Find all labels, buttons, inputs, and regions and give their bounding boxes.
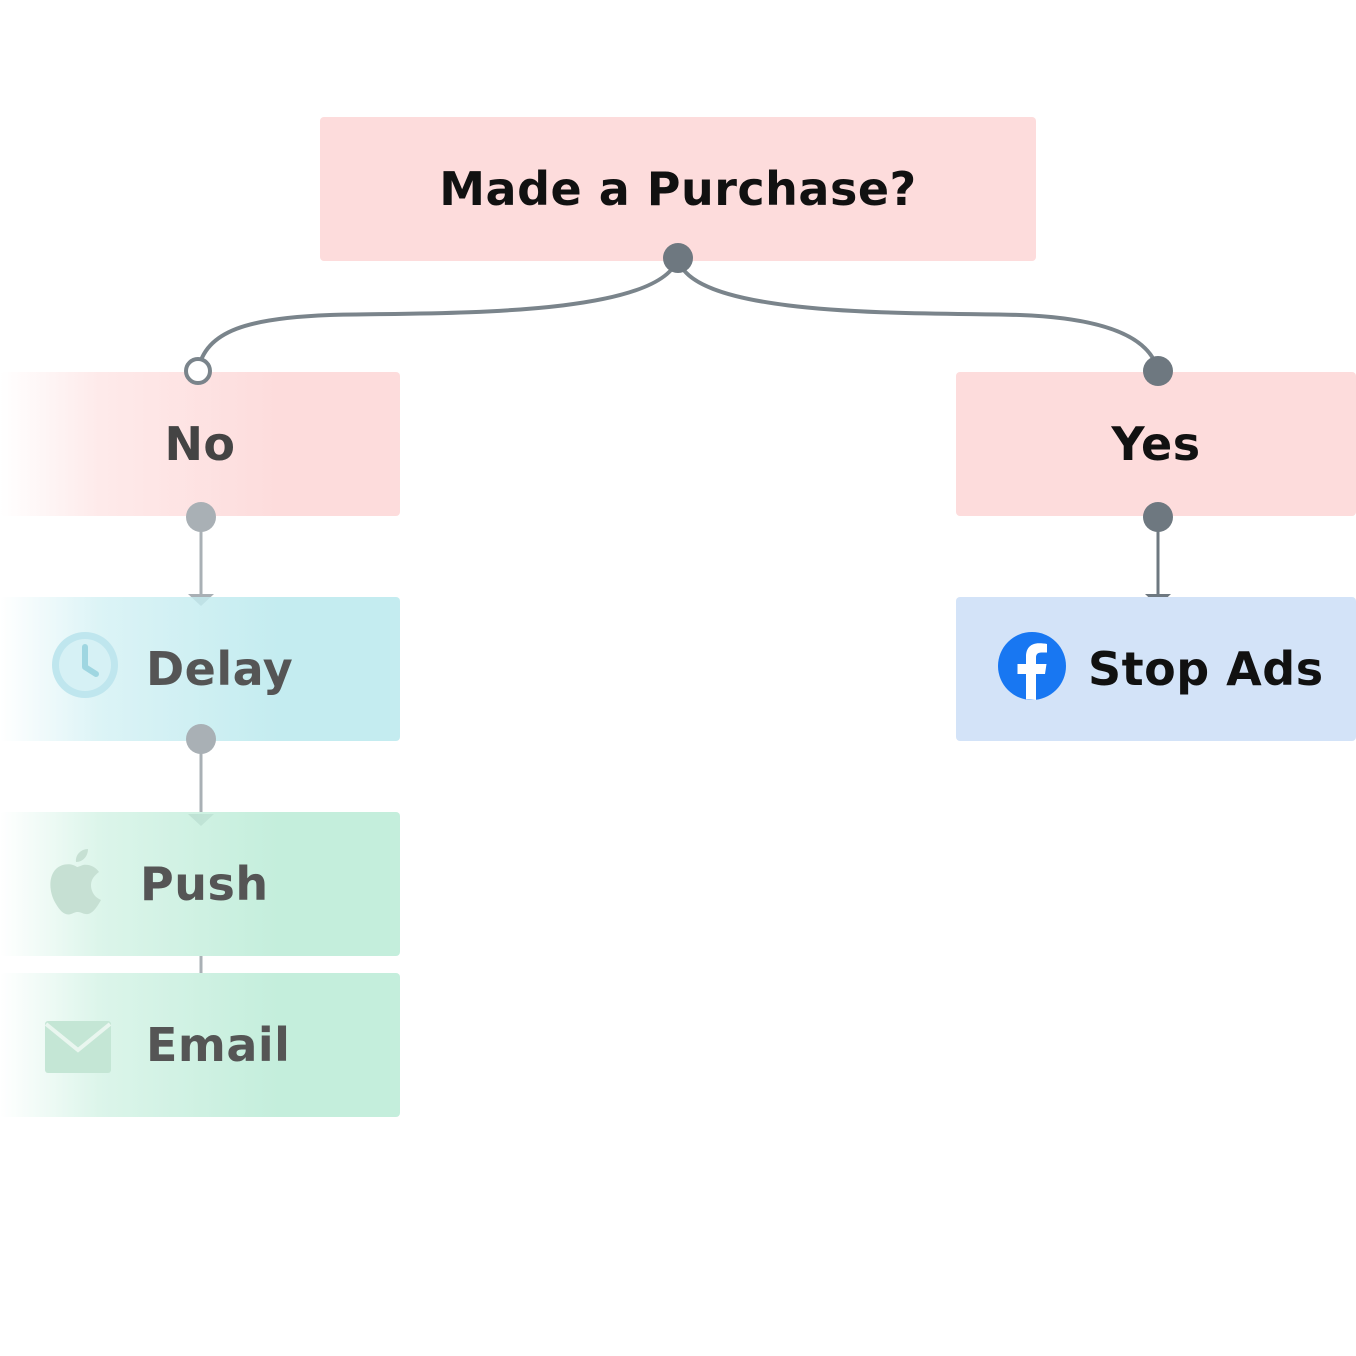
mail-icon bbox=[44, 1021, 112, 1073]
facebook-icon bbox=[998, 632, 1066, 700]
email-label: Email bbox=[146, 1018, 291, 1072]
branch-yes-label: Yes bbox=[1111, 417, 1201, 471]
branch-no-label: No bbox=[164, 417, 236, 471]
connector-to-no bbox=[196, 257, 680, 372]
branch-node-yes[interactable]: Yes bbox=[956, 372, 1356, 516]
decision-node-label: Made a Purchase? bbox=[439, 162, 917, 216]
connector-to-yes bbox=[676, 257, 1160, 372]
clock-icon bbox=[52, 632, 118, 698]
delay-label: Delay bbox=[146, 642, 294, 696]
push-label: Push bbox=[140, 857, 269, 911]
stop-ads-label: Stop Ads bbox=[1088, 642, 1324, 696]
apple-icon bbox=[50, 849, 101, 915]
decision-node-made-a-purchase[interactable]: Made a Purchase? bbox=[320, 117, 1036, 261]
action-node-delay[interactable]: Delay bbox=[0, 597, 400, 741]
branch-node-no[interactable]: No bbox=[0, 372, 400, 516]
